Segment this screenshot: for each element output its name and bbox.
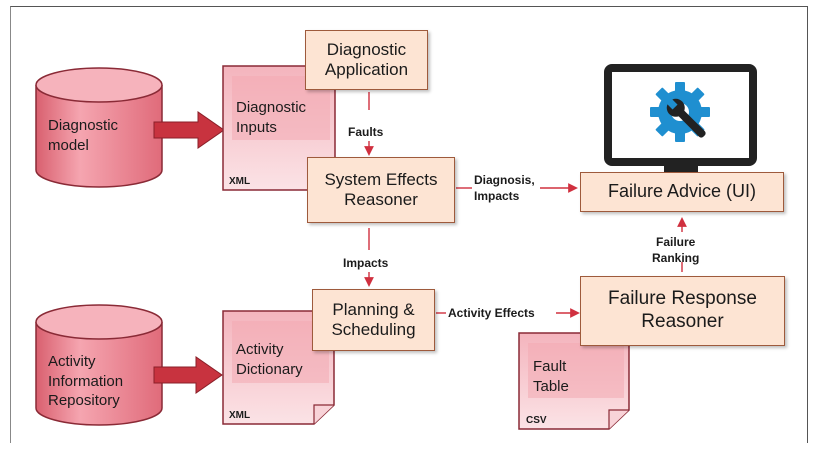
monitor-gear-wrench-icon xyxy=(604,64,757,172)
failure-advice-box: Failure Advice (UI) xyxy=(580,172,784,212)
system-effects-reasoner-box: System Effects Reasoner xyxy=(307,157,455,223)
activity-repository-label: Activity Information Repository xyxy=(48,353,124,409)
impacts-label: Impacts xyxy=(343,256,389,270)
arrow-model-to-inputs xyxy=(153,111,225,149)
activity-dictionary-tag: XML xyxy=(229,410,251,421)
connectors xyxy=(364,92,687,318)
activity-dictionary-label: Activity Dictionary xyxy=(236,341,303,378)
fault-table-tag: CSV xyxy=(526,415,547,426)
failure-ranking-label: Failure Ranking xyxy=(652,235,700,266)
diagnostic-inputs-label: Diagnostic Inputs xyxy=(236,99,307,136)
document-fault-table xyxy=(518,332,630,430)
planning-scheduling-box: Planning & Scheduling xyxy=(312,289,435,351)
diagnostic-application-box: Diagnostic Application xyxy=(305,30,428,90)
activity-effects-label: Activity Effects xyxy=(448,306,535,320)
document-activity-dictionary xyxy=(222,310,335,425)
arrow-repo-to-dictionary xyxy=(153,356,223,394)
fault-table-label: Fault Table xyxy=(533,358,569,395)
diagnostic-model-label: Diagnostic model xyxy=(48,117,119,154)
faults-label: Faults xyxy=(348,125,384,139)
diagnosis-impacts-label: Diagnosis, Impacts xyxy=(474,173,535,204)
cylinder-diagnostic-model xyxy=(35,67,163,188)
failure-response-reasoner-box: Failure Response Reasoner xyxy=(580,276,785,346)
figure-frame xyxy=(10,6,808,443)
cylinder-activity-repository xyxy=(35,304,163,426)
diagnostic-inputs-tag: XML xyxy=(229,176,251,187)
